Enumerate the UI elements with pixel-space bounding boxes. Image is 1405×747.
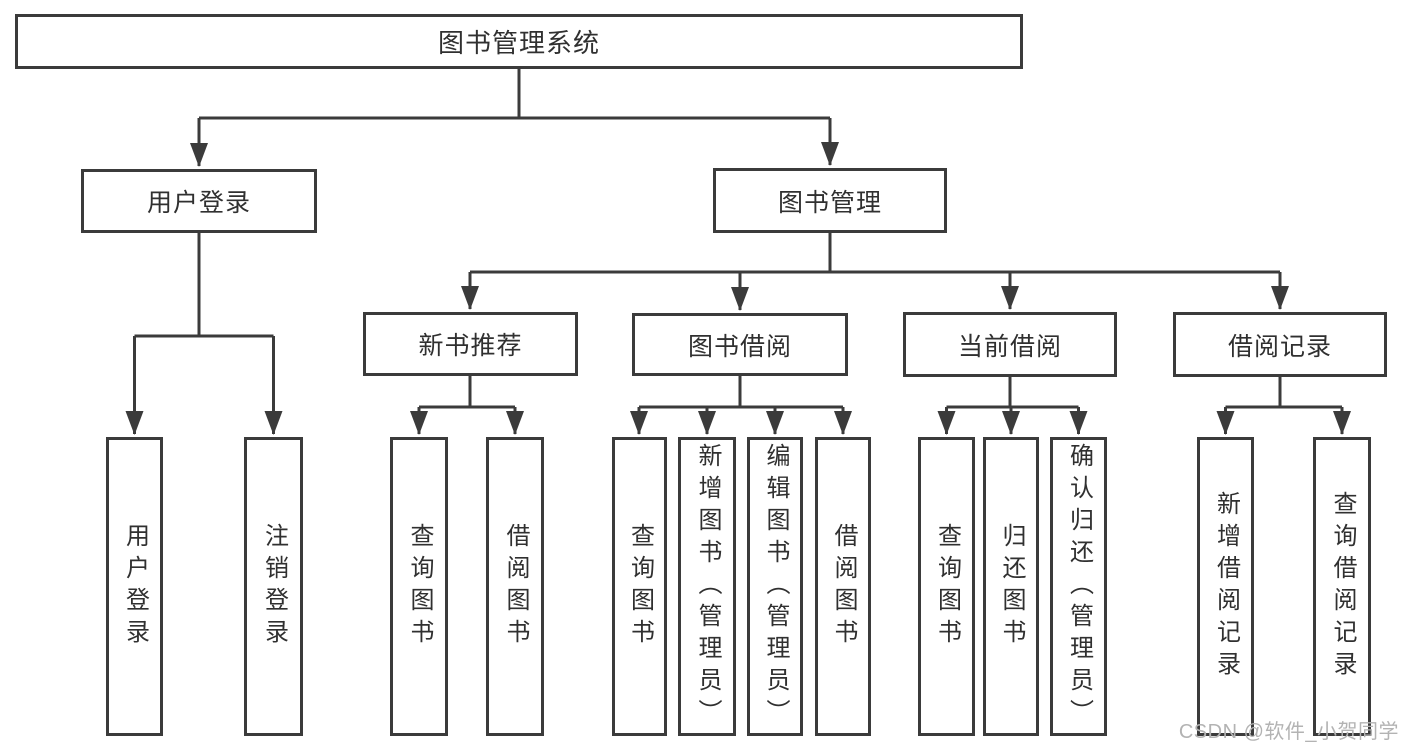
- node-label: 图书管理: [777, 188, 882, 217]
- node-label: 借阅图书: [502, 522, 529, 651]
- node-new-book-recommend: 新书推荐: [363, 312, 578, 376]
- node-label: 查询借阅记录: [1329, 490, 1356, 683]
- watermark: CSDN @软件_小贺同学: [1178, 721, 1399, 743]
- node-book-borrow: 图书借阅: [632, 313, 848, 376]
- leaf-query-book-2: 查询图书: [612, 437, 667, 736]
- leaf-borrow-book-1: 借阅图书: [486, 437, 544, 736]
- node-label: 查询图书: [406, 522, 433, 651]
- node-label: 图书借阅: [687, 332, 792, 361]
- leaf-confirm-return-admin: 确认归还（管理员）: [1050, 437, 1107, 736]
- node-label: 用户登录: [146, 189, 251, 217]
- node-label: 用户登录: [121, 522, 149, 651]
- leaf-borrow-book-2: 借阅图书: [815, 437, 871, 736]
- node-label: 借阅图书: [830, 522, 857, 651]
- node-label: 当前借阅: [957, 332, 1062, 361]
- node-label: 新增图书（管理员）: [694, 442, 721, 731]
- node-label: 编辑图书（管理员）: [762, 442, 789, 731]
- leaf-query-book-3: 查询图书: [918, 437, 975, 736]
- node-label: 图书管理系统: [437, 28, 600, 58]
- leaf-user-login: 用户登录: [106, 437, 163, 736]
- leaf-query-borrow-record: 查询借阅记录: [1313, 437, 1371, 736]
- node-label: 借阅记录: [1227, 332, 1332, 361]
- leaf-add-borrow-record: 新增借阅记录: [1197, 437, 1254, 736]
- node-label: 查询图书: [626, 522, 654, 651]
- leaf-return-book: 归还图书: [983, 437, 1039, 736]
- leaf-query-book-1: 查询图书: [390, 437, 448, 736]
- node-label: 查询图书: [933, 522, 961, 651]
- node-borrow-records: 借阅记录: [1173, 312, 1387, 377]
- leaf-edit-book-admin: 编辑图书（管理员）: [747, 437, 803, 736]
- node-book-management: 图书管理: [713, 168, 947, 233]
- leaf-logout: 注销登录: [244, 437, 303, 736]
- node-label: 新书推荐: [418, 332, 523, 360]
- node-user-login: 用户登录: [81, 169, 317, 233]
- leaf-add-book-admin: 新增图书（管理员）: [678, 437, 736, 736]
- node-label: 注销登录: [260, 522, 288, 651]
- node-root: 图书管理系统: [15, 14, 1023, 69]
- node-current-borrow: 当前借阅: [903, 312, 1117, 377]
- node-label: 确认归还（管理员）: [1065, 442, 1093, 731]
- node-label: 新增借阅记录: [1212, 490, 1240, 683]
- node-label: 归还图书: [998, 522, 1025, 651]
